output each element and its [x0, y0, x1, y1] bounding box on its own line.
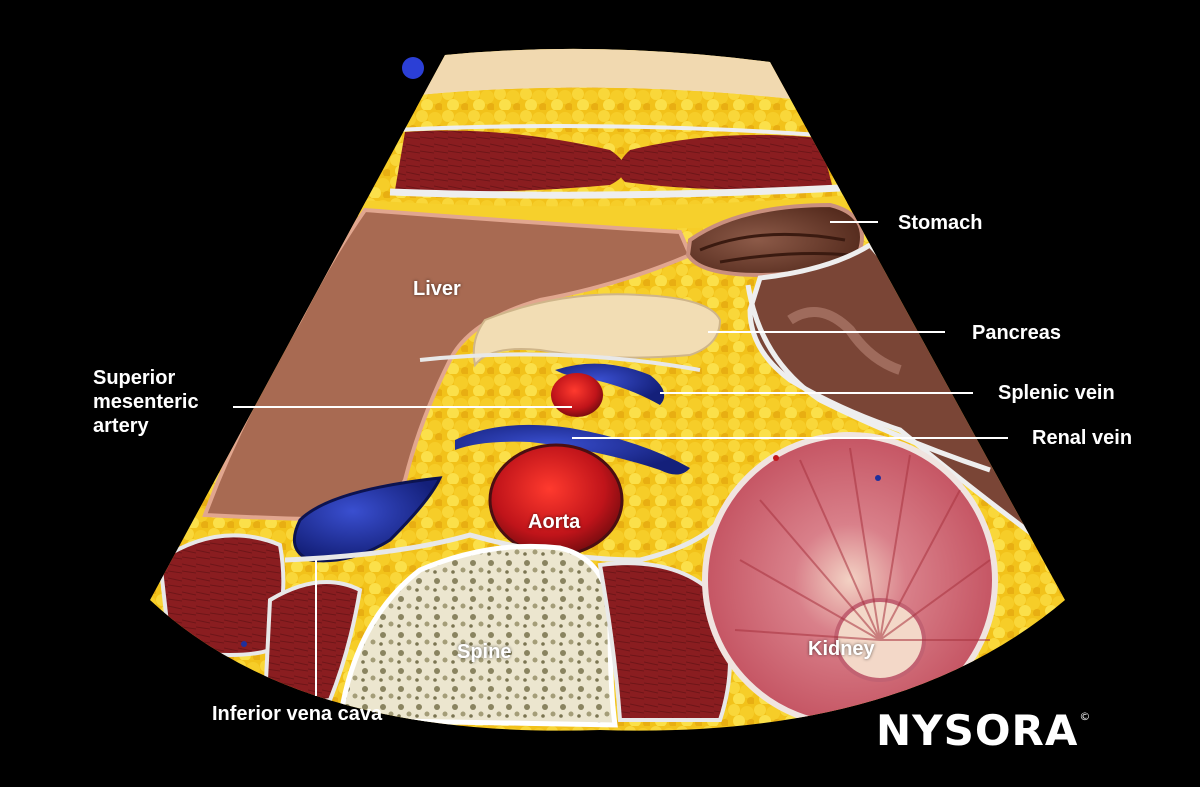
renal-vein — [455, 424, 690, 475]
label-inferior-vena-cava: Inferior vena cava — [212, 703, 383, 725]
label-sma-line2: mesenteric — [93, 391, 199, 413]
label-sma-line3: artery — [93, 415, 149, 437]
ultrasound-fan — [150, 48, 1065, 731]
aorta — [488, 443, 624, 557]
superior-mesenteric-artery — [551, 373, 603, 417]
label-liver: Liver — [413, 278, 461, 300]
label-superior-mesenteric-artery: Superior mesenteric artery — [93, 366, 233, 438]
rectus-muscle-left — [395, 130, 625, 192]
label-spine: Spine — [457, 641, 512, 663]
vertebral-body — [337, 543, 618, 728]
subcutaneous-fat — [410, 87, 815, 135]
logo-copyright-mark: © — [1079, 710, 1092, 723]
label-renal-vein: Renal vein — [1032, 427, 1133, 449]
rectus-muscle-right — [618, 134, 832, 190]
leader-lines — [233, 221, 1008, 696]
label-sma-line1: Superior — [93, 367, 176, 389]
probe-orientation-marker — [402, 57, 424, 79]
pancreas — [472, 293, 722, 368]
psoas-right — [597, 561, 732, 722]
label-aorta: Aorta — [528, 511, 581, 533]
logo-text: NYSORA — [876, 706, 1079, 755]
nysora-logo: NYSORA© — [876, 706, 1091, 755]
label-stomach: Stomach — [898, 212, 983, 234]
label-pancreas: Pancreas — [972, 322, 1061, 344]
skin-layer — [420, 48, 800, 100]
label-kidney: Kidney — [808, 638, 875, 660]
label-splenic-vein: Splenic vein — [998, 382, 1115, 404]
